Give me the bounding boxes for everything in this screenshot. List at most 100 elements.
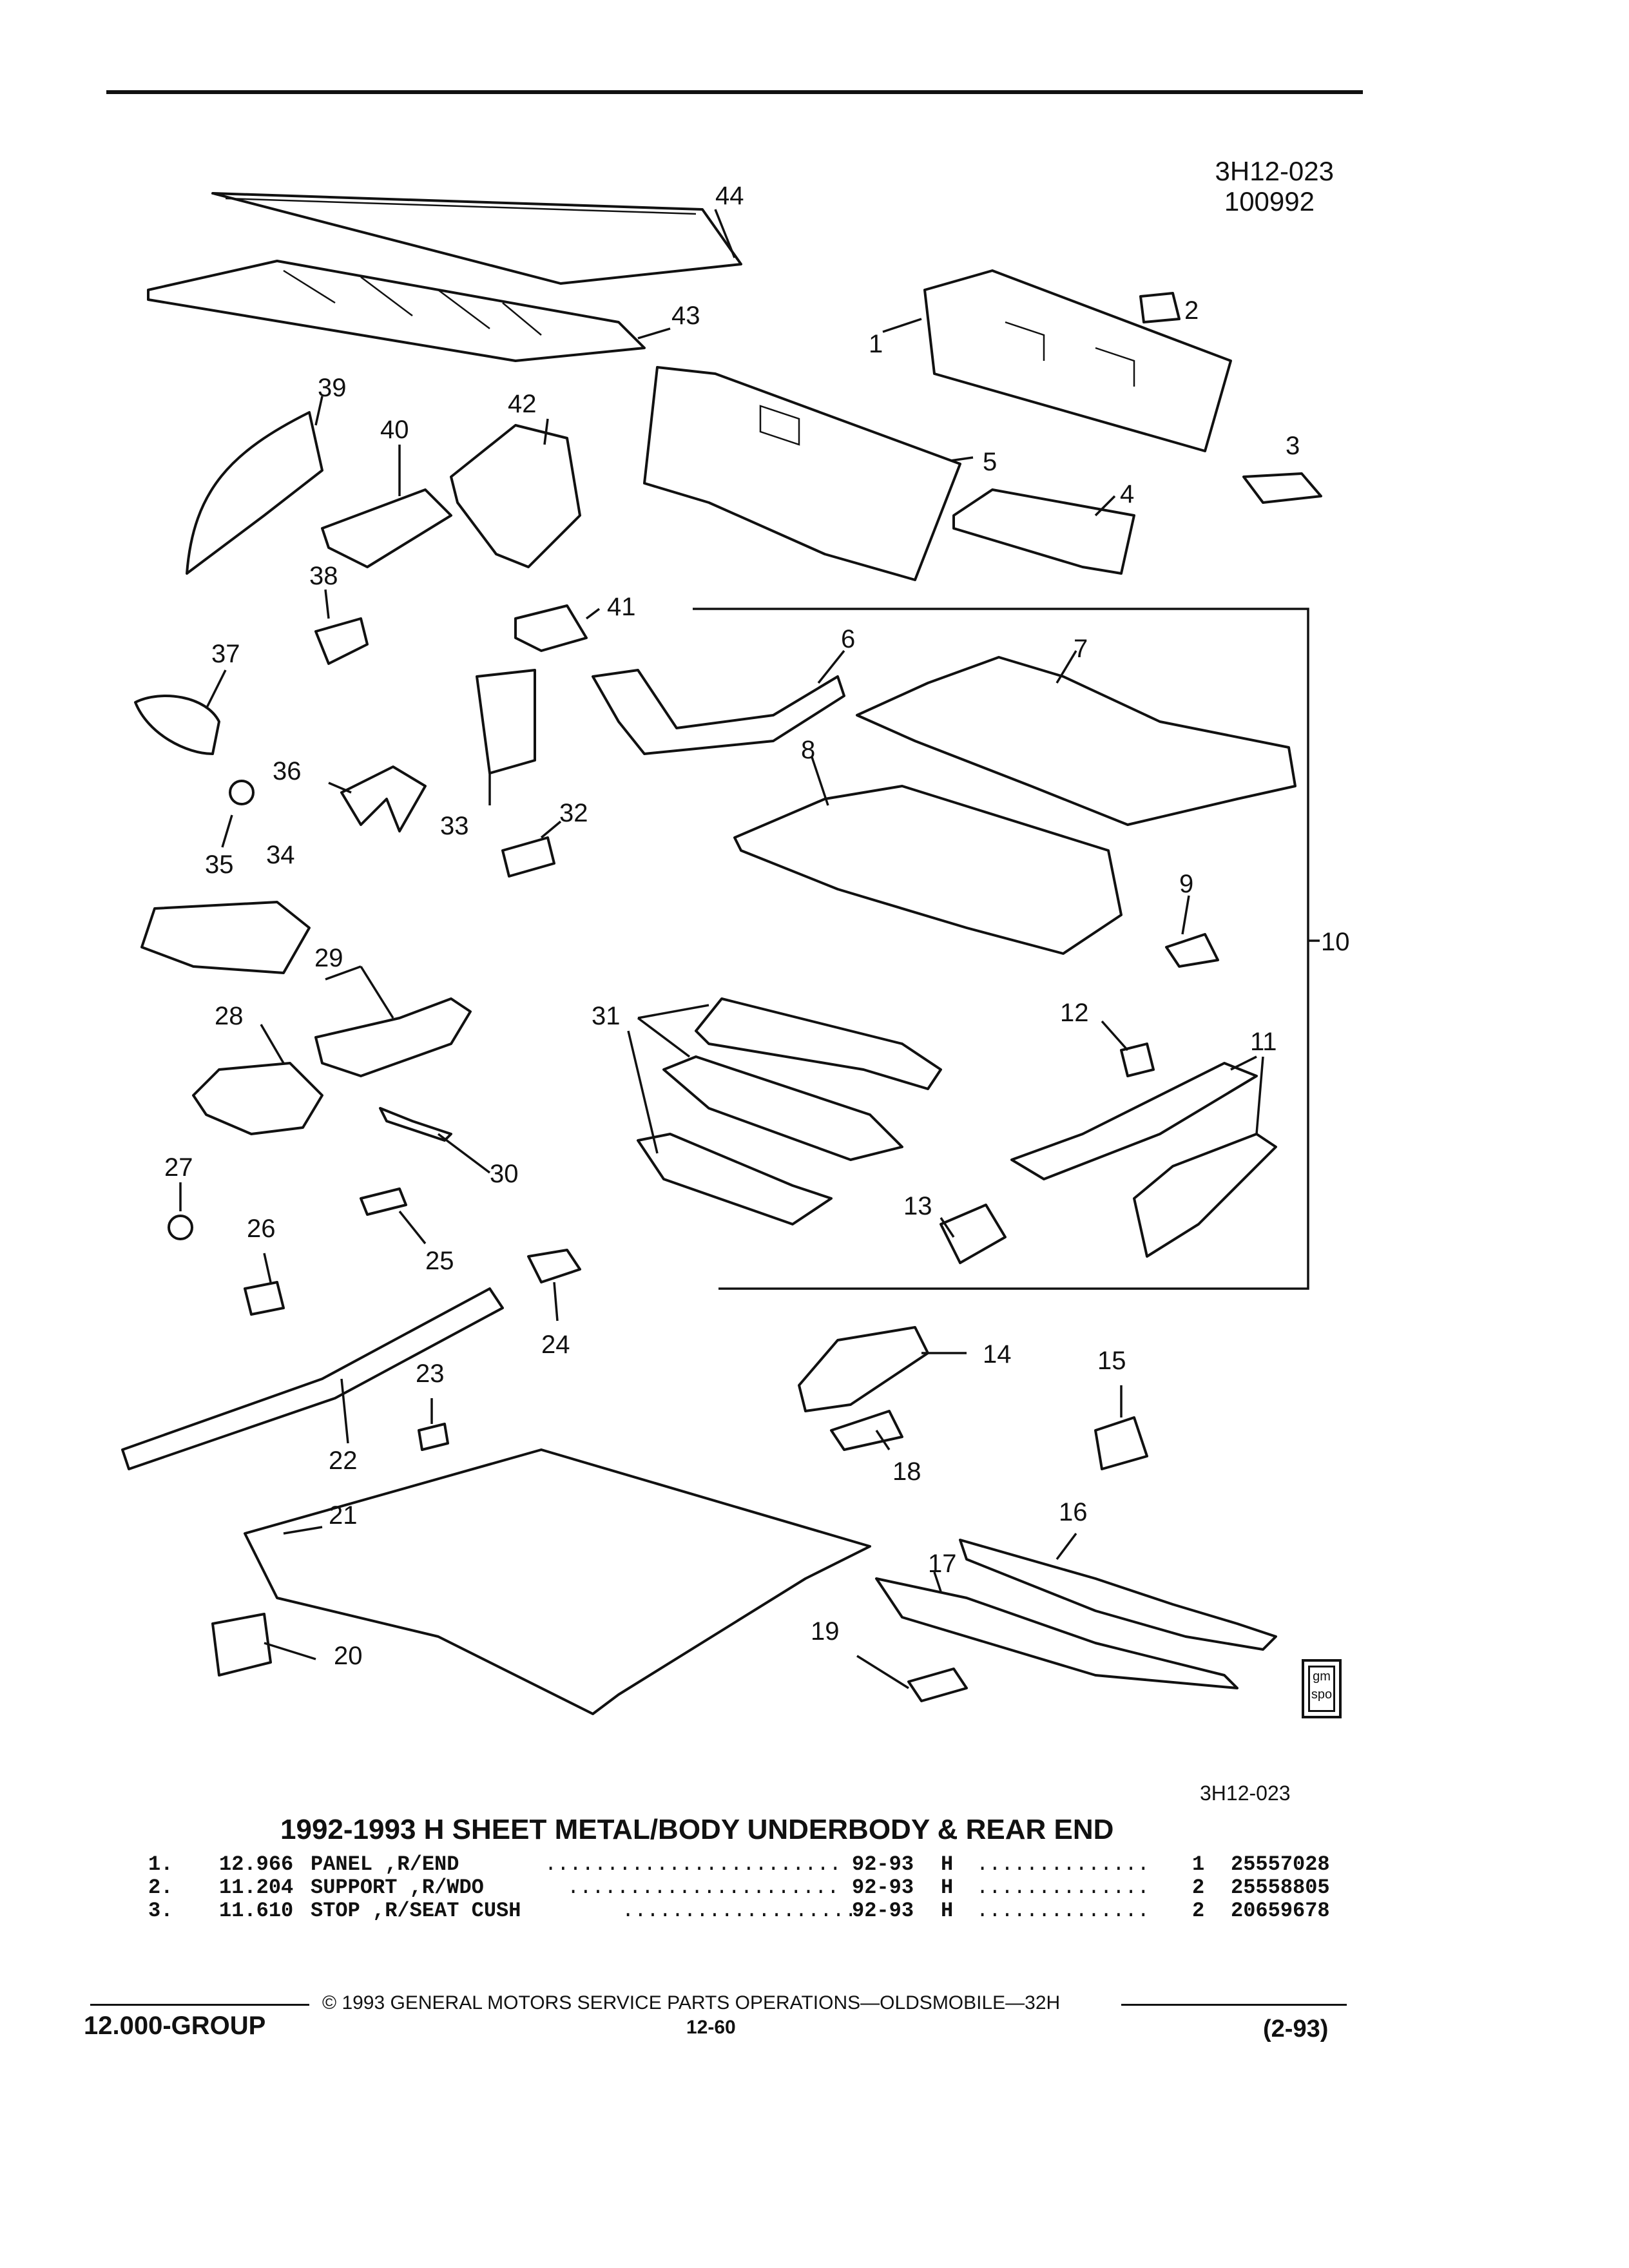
group-number: 11.204 <box>219 1876 294 1899</box>
model-years: 92-93 <box>852 1852 914 1876</box>
part-18-bracket <box>830 1410 903 1451</box>
group-10-bracket <box>693 608 1309 1290</box>
part-23-plug <box>418 1423 449 1451</box>
part-22-rocker <box>121 1287 504 1470</box>
part-13-bracket <box>940 1204 1007 1264</box>
callout-13: 13 <box>903 1192 932 1220</box>
callout-30: 30 <box>490 1160 519 1188</box>
description: STOP ,R/SEAT CUSH <box>311 1899 521 1923</box>
part-29-shield <box>314 997 472 1077</box>
callout-41: 41 <box>607 593 636 621</box>
part-42-brace <box>450 424 581 568</box>
footer-page-number: 12-60 <box>686 2017 736 2038</box>
part-6-rail <box>592 669 845 755</box>
callout-4: 4 <box>1120 480 1135 508</box>
callout-17: 17 <box>928 1550 957 1578</box>
logo-line-1: gm <box>1313 1669 1331 1684</box>
leader-dots: ........................ <box>545 1852 842 1876</box>
part-32-bracket <box>501 836 555 878</box>
part-11-rail <box>1010 1062 1258 1180</box>
part-7-rear-floor-pan <box>856 656 1296 826</box>
callout-25: 25 <box>425 1247 454 1275</box>
part-15-bracket <box>1094 1416 1148 1470</box>
callout-43: 43 <box>671 302 700 330</box>
item-number: 1. <box>148 1852 173 1876</box>
callout-27: 27 <box>164 1153 193 1182</box>
callout-9: 9 <box>1179 870 1194 898</box>
callout-10: 10 <box>1321 928 1350 956</box>
footer-revision: (2-93) <box>1263 2015 1329 2042</box>
part-31-crossmember <box>695 997 942 1090</box>
part-14-support <box>798 1326 929 1412</box>
callout-1: 1 <box>869 330 883 358</box>
part-9-bracket <box>1165 933 1219 968</box>
callout-8: 8 <box>801 736 816 764</box>
top-rule <box>106 90 1363 94</box>
part-34-shield <box>140 901 311 974</box>
part-40-bracket <box>321 488 452 568</box>
part-44-deck-lid <box>211 192 742 285</box>
footer-rule-right <box>1121 2004 1347 2006</box>
series: H <box>941 1852 954 1876</box>
part-number: 20659678 <box>1231 1899 1330 1923</box>
part-11-rail-2 <box>1133 1133 1277 1258</box>
part-12-bracket <box>1120 1043 1155 1077</box>
part-43-inner-panel <box>147 260 646 362</box>
part-21-floor-pan <box>244 1448 871 1715</box>
callout-7: 7 <box>1074 635 1088 663</box>
callout-32: 32 <box>559 799 588 827</box>
callout-38: 38 <box>309 562 338 590</box>
part-37-shield <box>134 695 220 755</box>
callout-44: 44 <box>715 182 744 210</box>
series: H <box>941 1899 954 1923</box>
model-years: 92-93 <box>852 1876 914 1899</box>
callout-33: 33 <box>440 812 469 840</box>
callout-20: 20 <box>334 1642 363 1670</box>
model-years: 92-93 <box>852 1899 914 1923</box>
callout-34: 34 <box>266 841 295 869</box>
section-title: 1992-1993 H SHEET METAL/BODY UNDERBODY &… <box>280 1814 1114 1845</box>
parts-row: 1. 12.966 PANEL ,R/END .................… <box>148 1852 1360 1876</box>
item-number: 2. <box>148 1876 173 1899</box>
part-26-clip <box>244 1281 285 1316</box>
part-number: 25558805 <box>1231 1876 1330 1899</box>
part-33-pillar <box>476 669 536 774</box>
callout-23: 23 <box>416 1360 445 1388</box>
part-24-plug <box>527 1249 581 1283</box>
part-19-bracket <box>907 1667 968 1702</box>
callout-35: 35 <box>205 850 234 879</box>
quantity: 1 <box>1192 1852 1205 1876</box>
callout-19: 19 <box>811 1617 840 1646</box>
parts-row: 3. 11.610 STOP ,R/SEAT CUSH ............… <box>148 1899 1360 1923</box>
leader-lines <box>179 209 1264 1689</box>
figure-code-bottom: 3H12-023 <box>1200 1782 1291 1805</box>
part-3-stop <box>1242 472 1322 504</box>
part-28-shield <box>192 1062 323 1135</box>
leader-dots: ................... <box>622 1899 857 1923</box>
callout-42: 42 <box>508 390 537 418</box>
part-16-rail <box>959 1539 1277 1651</box>
callout-16: 16 <box>1059 1498 1088 1526</box>
item-number: 3. <box>148 1899 173 1923</box>
illustration-code: 3H12-023 <box>1215 156 1334 186</box>
callout-28: 28 <box>215 1002 244 1030</box>
quantity: 2 <box>1192 1899 1205 1923</box>
callout-11: 11 <box>1250 1028 1277 1056</box>
group-number: 11.610 <box>219 1899 294 1923</box>
callout-18: 18 <box>892 1457 921 1486</box>
part-27-grommet <box>168 1215 193 1240</box>
part-8-floor <box>733 785 1123 955</box>
part-1-rear-end-panel <box>923 269 1232 452</box>
part-2-support <box>1139 292 1181 323</box>
callout-21: 21 <box>329 1501 358 1530</box>
part-41-block <box>514 604 588 652</box>
leader-dots: .............. <box>976 1899 1150 1923</box>
part-17-rail <box>875 1577 1239 1689</box>
callout-40: 40 <box>380 416 409 444</box>
callout-6: 6 <box>841 625 856 653</box>
callout-26: 26 <box>247 1215 276 1243</box>
callout-22: 22 <box>329 1446 358 1475</box>
gm-spo-logo: gm spo <box>1302 1659 1342 1718</box>
group-number: 12.966 <box>219 1852 294 1876</box>
